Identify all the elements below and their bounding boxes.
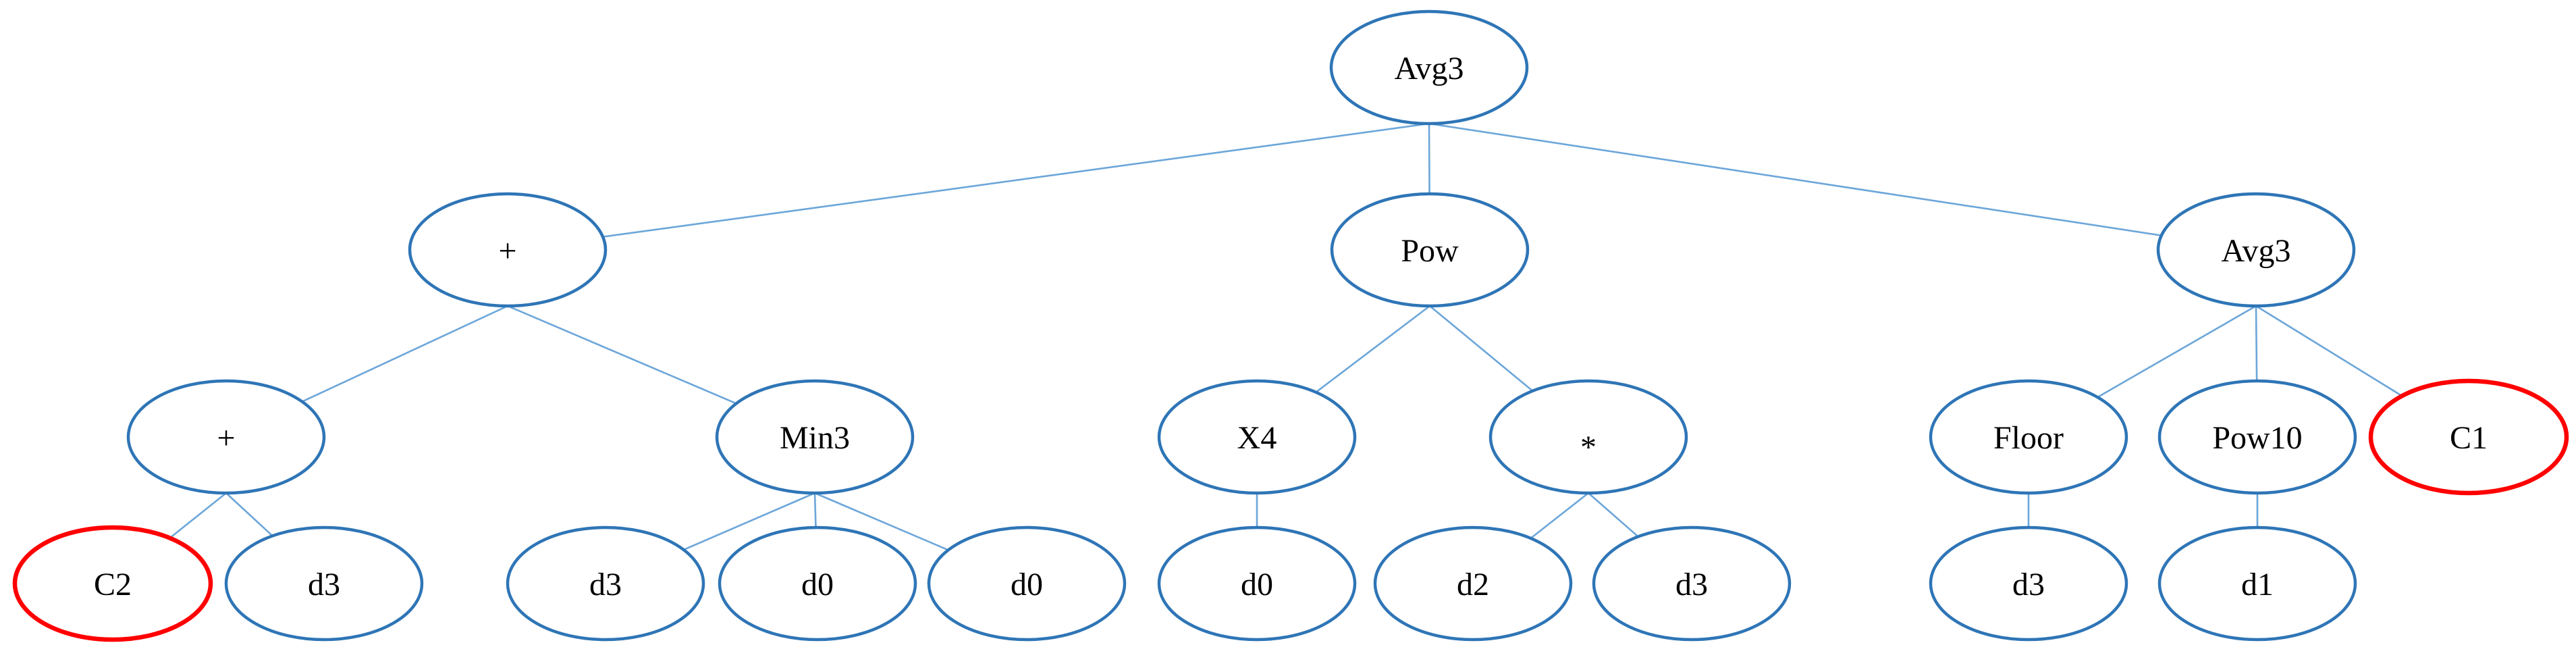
node-ellipse [1592,525,1792,642]
node-label: d3 [2012,567,2045,602]
tree-node-d3-4: d3 [1929,525,2128,642]
node-ellipse-highlighted [12,525,213,642]
node-label: + [217,420,235,456]
node-label: d0 [801,567,834,602]
node-ellipse [718,525,917,642]
node-ellipse [1157,379,1357,495]
node-label: Pow10 [2212,420,2302,456]
node-ellipse [2157,525,2357,642]
node-label: d3 [1675,567,1708,602]
tree-node-pow10: Pow10 [2157,379,2357,495]
tree-node-root-avg3: Avg3 [1329,9,1529,126]
tree-node-d0-2: d0 [927,525,1127,642]
node-label: + [498,233,516,269]
tree-node-plus-inner: + [126,379,326,495]
tree-node-plus-left: + [408,192,608,308]
tree-node-d1: d1 [2157,525,2357,642]
node-label: Floor [1993,420,2064,456]
tree-node-c2-highlighted: C2 [12,525,213,642]
node-label: C1 [2450,420,2488,456]
tree-nodes: Avg3 + Pow Avg3 + Min3 [12,9,2569,642]
tree-node-x4: X4 [1157,379,1357,495]
node-ellipse [2157,379,2357,495]
tree-node-d0-1: d0 [718,525,917,642]
node-ellipse [1157,525,1357,642]
tree-node-avg3-right: Avg3 [2156,192,2356,308]
node-label: d3 [308,567,340,602]
tree-node-pow: Pow [1330,192,1530,308]
node-label: Avg3 [1394,51,1464,86]
node-ellipse [408,192,608,308]
tree-node-min3: Min3 [715,379,915,495]
node-ellipse [2156,192,2356,308]
node-ellipse [506,525,705,642]
tree-node-d3-2: d3 [506,525,705,642]
node-ellipse [1488,379,1688,495]
node-ellipse [927,525,1127,642]
tree-edges [112,122,2469,585]
node-label: d1 [2241,567,2274,602]
tree-node-d3-1: d3 [224,525,424,642]
node-ellipse [715,379,915,495]
node-ellipse [1929,379,2128,495]
tree-node-floor: Floor [1929,379,2128,495]
node-label: * [1580,430,1596,465]
node-label: d3 [589,567,622,602]
tree-node-d0-3: d0 [1157,525,1357,642]
tree-node-d3-3: d3 [1592,525,1792,642]
node-label: Min3 [780,420,850,456]
tree-edge [507,122,1430,251]
node-ellipse [1330,192,1530,308]
node-label: d0 [1241,567,1273,602]
node-ellipse [1929,525,2128,642]
tree-edge [1428,122,2257,251]
node-ellipse-highlighted [2368,378,2569,496]
node-label: d2 [1457,567,1489,602]
node-label: Pow [1401,233,1459,269]
tree-node-d2: d2 [1373,525,1573,642]
node-ellipse [224,525,424,642]
node-label: X4 [1237,420,1277,456]
node-label: C2 [94,567,132,602]
node-ellipse [1329,9,1529,126]
node-label: Avg3 [2221,233,2290,269]
node-label: d0 [1011,567,1043,602]
node-ellipse [126,379,326,495]
node-ellipse [1373,525,1573,642]
tree-node-multiply: * [1488,379,1688,495]
tree-node-c1-highlighted: C1 [2368,378,2569,496]
